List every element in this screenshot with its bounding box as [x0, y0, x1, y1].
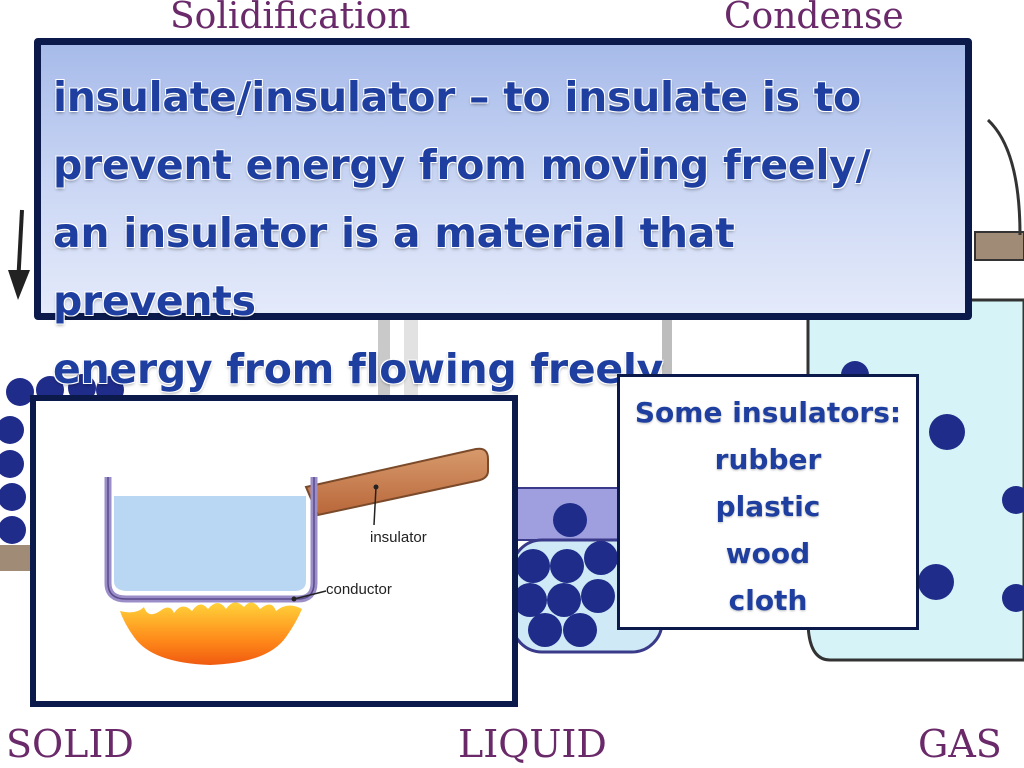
flame — [120, 602, 302, 665]
insulator-label: insulator — [370, 529, 427, 546]
pipe-right — [662, 320, 672, 380]
label-condense: Condense — [724, 0, 904, 37]
definition-box: insulate/insulator – to insulate is to p… — [34, 38, 972, 393]
definition-line: insulate/insulator – to insulate is to — [53, 73, 861, 121]
gas-jar-lid — [974, 231, 1024, 261]
insulator-item: rubber — [714, 443, 822, 476]
saucepan-diagram: insulator conductor — [30, 395, 518, 707]
pipe-left — [378, 320, 390, 400]
definition-line: prevent energy from moving freely/ — [53, 141, 871, 189]
insulator-item: plastic — [715, 490, 821, 523]
insulator-item: cloth — [728, 584, 808, 617]
pipe-left-2 — [404, 320, 418, 400]
label-gas: GAS — [918, 722, 1002, 766]
insulators-list-box: Some insulators: rubber plastic wood clo… — [617, 374, 919, 630]
solid-particles — [0, 374, 124, 544]
definition-text: insulate/insulator – to insulate is to p… — [53, 63, 951, 403]
label-liquid: LIQUID — [458, 722, 607, 766]
insulator-item: wood — [725, 537, 811, 570]
saucepan-illustration — [104, 447, 489, 665]
insulators-heading: Some insulators: — [634, 396, 902, 429]
pan-water — [114, 496, 306, 591]
left-arrow-head — [8, 270, 30, 300]
conductor-pointer — [293, 590, 327, 600]
conductor-label: conductor — [326, 581, 392, 598]
gas-jar-handle — [986, 118, 1022, 236]
liquid-particles — [513, 503, 618, 647]
definition-line: energy from flowing freely — [53, 345, 664, 393]
label-solidification: Solidification — [170, 0, 411, 37]
label-solid: SOLID — [6, 722, 134, 766]
insulator-pointer — [373, 486, 377, 526]
pan-handle — [304, 447, 489, 517]
definition-line: an insulator is a material that prevents — [53, 209, 735, 325]
